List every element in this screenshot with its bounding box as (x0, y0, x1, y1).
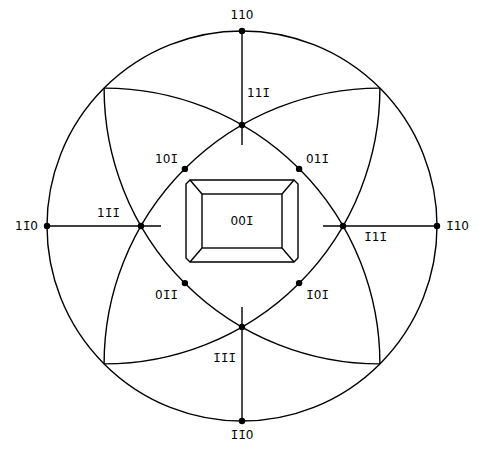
miller-index: 11̄1̄ (97, 206, 120, 220)
miller-index: 1̄01̄ (306, 288, 329, 302)
pole-dot (340, 223, 346, 229)
pole-dot (296, 280, 302, 286)
miller-index: 11̄0 (15, 219, 38, 233)
miller-index: 1̄10 (446, 219, 469, 233)
crystal-edge (190, 180, 202, 194)
miller-index: 111̄ (247, 86, 270, 100)
crystal-edge (190, 248, 202, 262)
pole-dot (239, 28, 245, 34)
crystal-face-node: 001̄ (202, 194, 282, 248)
pole-dot (138, 223, 144, 229)
crystal-edge (282, 248, 294, 262)
pole-dot (434, 223, 440, 229)
primitive-circle (47, 31, 437, 421)
pole-dot (182, 280, 188, 286)
pole-dot (182, 166, 188, 172)
face-index: 001̄ (231, 214, 254, 228)
crystal-outline (186, 180, 298, 262)
miller-index: 011̄ (306, 152, 329, 166)
miller-index: 110 (231, 8, 254, 22)
miller-index: 101̄ (155, 152, 178, 166)
pole-dot (239, 122, 245, 128)
pole-dot (239, 324, 245, 330)
miller-index: 1̄1̄0 (231, 428, 254, 442)
miller-index: 1̄1̄1̄ (213, 351, 236, 365)
miller-index: 01̄1̄ (155, 288, 178, 302)
miller-index: 1̄11̄ (364, 230, 387, 244)
crystal-face (202, 194, 282, 248)
crystal-edge (282, 180, 294, 194)
pole-dot (296, 166, 302, 172)
pole-dot (239, 418, 245, 424)
pole-dot (44, 223, 50, 229)
